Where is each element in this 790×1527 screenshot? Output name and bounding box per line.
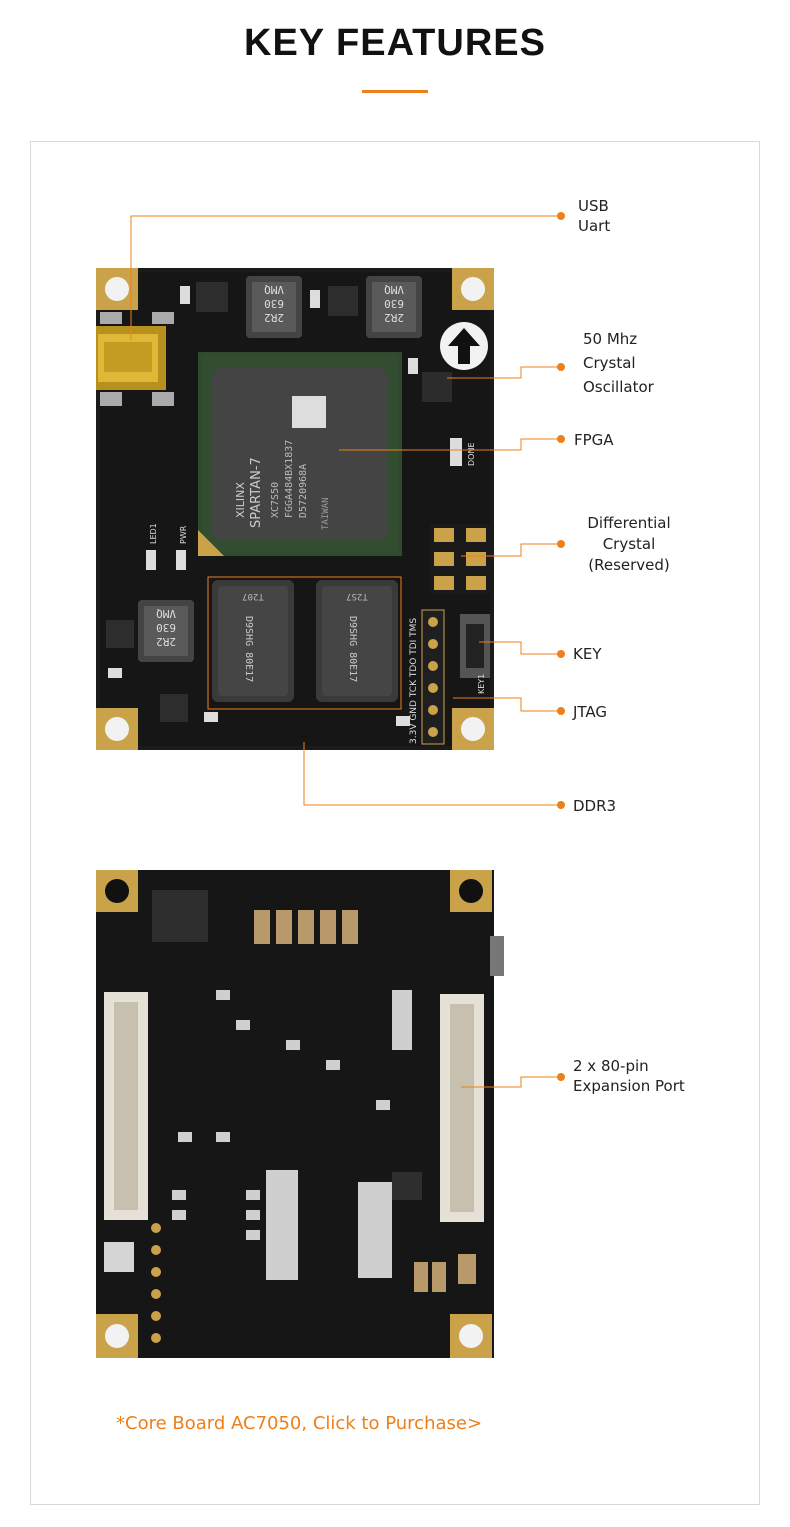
callout-jtag: JTAG <box>573 703 608 721</box>
crystal-oscillator <box>422 372 452 402</box>
svg-text:TAIWAN: TAIWAN <box>321 497 331 530</box>
page-title: KEY FEATURES <box>244 22 546 64</box>
callout-key: KEY <box>573 645 602 663</box>
svg-text:2R2: 2R2 <box>384 311 404 324</box>
svg-text:VMQ: VMQ <box>384 283 404 296</box>
svg-text:XC7S50: XC7S50 <box>270 482 281 518</box>
svg-text:630: 630 <box>156 621 176 634</box>
svg-text:D9SHG 80E17: D9SHG 80E17 <box>347 616 358 682</box>
expansion-connector <box>440 994 484 1222</box>
svg-text:630: 630 <box>384 297 404 310</box>
jtag-header: 3.3V GND TCK TDO TDI TMS <box>409 609 445 745</box>
svg-text:FGGA484BX1837: FGGA484BX1837 <box>284 440 295 518</box>
back-board-image <box>96 870 504 1358</box>
svg-text:630: 630 <box>264 297 284 310</box>
inductor: 2R2 630 VMQ <box>366 276 422 338</box>
svg-text:D9SHG 80E17: D9SHG 80E17 <box>243 616 254 682</box>
callout-expansion-port: 2 x 80-pin Expansion Port <box>573 1057 685 1095</box>
front-board-image: 2R2 630 VMQ 2R2 630 VMQ 2R2 630 VMQ XILI… <box>96 268 494 750</box>
mounting-hole <box>96 268 138 310</box>
qr-code <box>104 1242 134 1272</box>
callout-fpga: FPGA <box>574 431 614 449</box>
mounting-hole <box>450 1314 492 1358</box>
svg-text:T207: T207 <box>242 591 264 601</box>
ddr3-chip: T207 D9SHG 80E17 <box>212 580 294 702</box>
mounting-hole <box>452 708 494 750</box>
callout-ddr3: DDR3 <box>573 797 617 815</box>
svg-text:VMQ: VMQ <box>156 607 176 620</box>
inductor: 2R2 630 VMQ <box>246 276 302 338</box>
svg-text:D5720968A: D5720968A <box>298 464 309 518</box>
svg-text:DONE: DONE <box>467 443 476 467</box>
arrow-icon <box>440 322 488 370</box>
svg-text:SPARTAN-7: SPARTAN-7 <box>249 457 264 528</box>
callout-usb-uart: USB Uart <box>578 197 611 235</box>
callout-differential-crystal: Differential Crystal (Reserved) <box>587 514 671 574</box>
mounting-hole <box>96 1314 138 1358</box>
svg-text:2R2: 2R2 <box>156 635 176 648</box>
svg-text:PWR: PWR <box>179 525 188 544</box>
mounting-hole <box>452 268 494 310</box>
svg-text:XILINX: XILINX <box>234 482 247 518</box>
inductor: 2R2 630 VMQ <box>138 600 194 662</box>
svg-text:2R2: 2R2 <box>264 311 284 324</box>
mounting-hole <box>450 870 492 912</box>
callout-crystal-oscillator: 50 Mhz Crystal Oscillator <box>583 330 654 396</box>
ddr3-chip: T2S7 D9SHG 80E17 <box>316 580 398 702</box>
svg-text:T2S7: T2S7 <box>346 591 368 601</box>
svg-text:VMQ: VMQ <box>264 283 284 296</box>
title-underline <box>362 90 428 93</box>
differential-crystal-pads <box>430 524 490 594</box>
key-button: KEY1 <box>460 614 490 694</box>
svg-text:3.3V GND TCK TDO TDI TMS: 3.3V GND TCK TDO TDI TMS <box>409 618 419 744</box>
mounting-hole <box>96 708 138 750</box>
fpga-chip: XILINX SPARTAN-7 XC7S50 FGGA484BX1837 D5… <box>198 352 402 556</box>
svg-text:KEY1: KEY1 <box>477 674 486 694</box>
svg-text:LED1: LED1 <box>149 523 158 544</box>
expansion-connector <box>104 992 148 1220</box>
mounting-hole <box>96 870 138 912</box>
purchase-link[interactable]: *Core Board AC7050, Click to Purchase> <box>116 1413 483 1434</box>
